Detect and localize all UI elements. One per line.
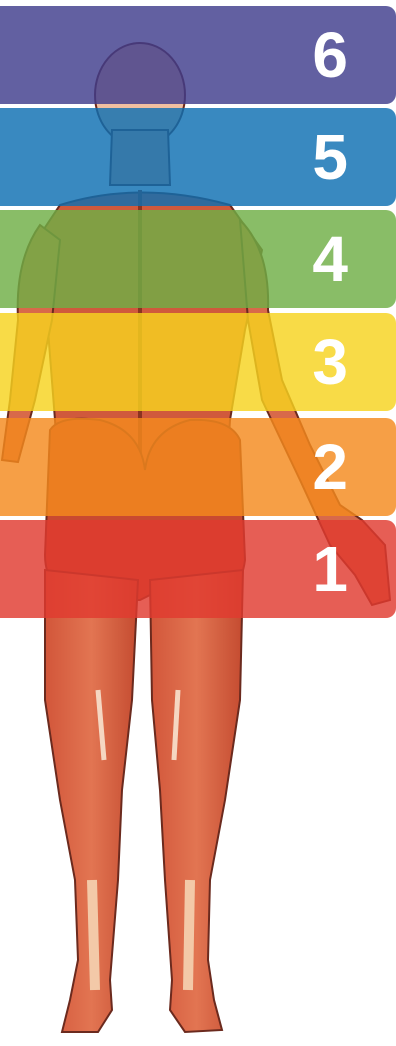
right-ankle-detail — [188, 880, 190, 990]
zone-label-4: 4 — [312, 210, 348, 308]
zone-band-4: 4 — [0, 210, 396, 308]
zone-label-1: 1 — [312, 520, 348, 618]
zone-label-3: 3 — [312, 313, 348, 411]
zone-band-6: 6 — [0, 6, 396, 104]
zone-label-2: 2 — [312, 418, 348, 516]
left-ankle-detail — [92, 880, 95, 990]
zone-band-1: 1 — [0, 520, 396, 618]
zone-label-6: 6 — [312, 6, 348, 104]
zone-label-5: 5 — [312, 108, 348, 206]
zone-band-2: 2 — [0, 418, 396, 516]
zone-band-3: 3 — [0, 313, 396, 411]
zone-band-5: 5 — [0, 108, 396, 206]
right-leg-shape — [150, 570, 243, 1032]
